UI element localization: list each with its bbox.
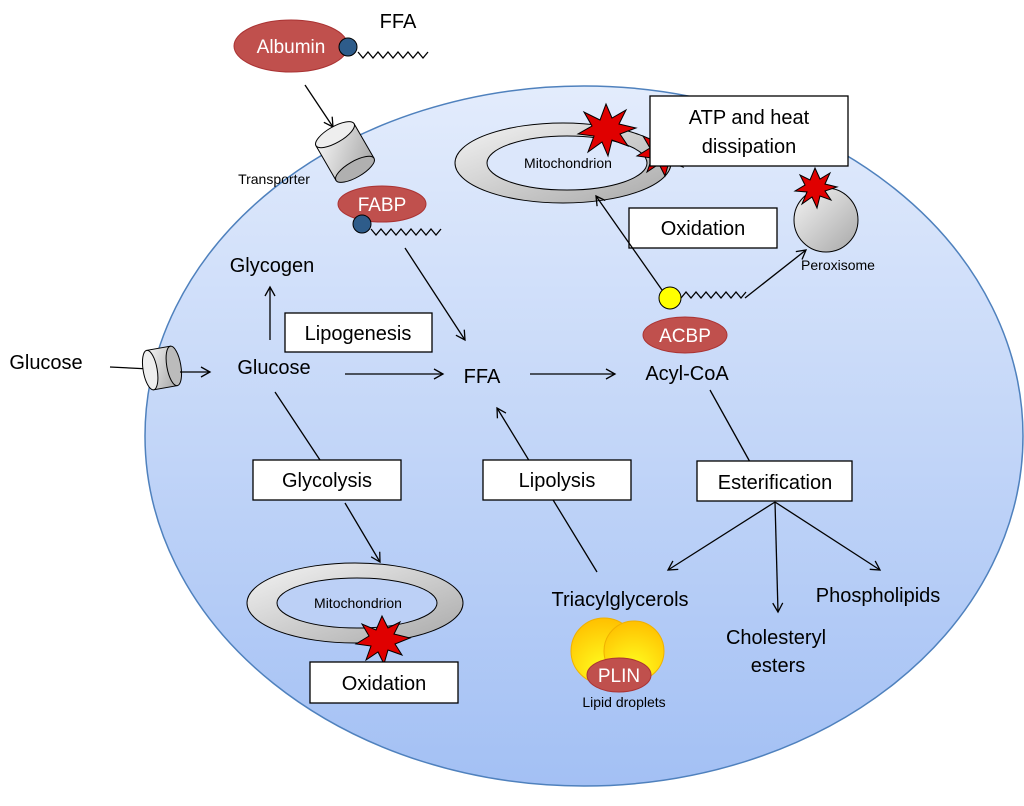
lipogenesis-box xyxy=(284,312,433,353)
acyl-tail-icon xyxy=(680,290,747,300)
oxidation-top-label: Oxidation xyxy=(661,218,746,240)
glycolysis-box xyxy=(252,459,402,501)
ffa-tail-icon xyxy=(357,50,429,60)
arrow-albumin-transporter xyxy=(304,84,334,129)
lipolysis-label: Lipolysis xyxy=(519,470,596,492)
mitochondrion-top xyxy=(454,122,672,204)
acyl-head-icon xyxy=(658,286,682,310)
line-glucose-glycolysis xyxy=(274,391,321,461)
plin-protein xyxy=(586,657,652,693)
phospholipids-label: Phospholipids xyxy=(816,585,941,607)
fabp-protein xyxy=(337,185,427,223)
acbp-protein xyxy=(642,316,728,354)
arrow-acylcoa-peroxisome xyxy=(744,249,808,299)
mitochondrion-bottom xyxy=(246,562,464,644)
oxidation-top-box xyxy=(628,207,778,249)
transporter-icon xyxy=(315,121,375,183)
burst-icon xyxy=(793,166,839,210)
oxidation-bottom-box xyxy=(309,661,459,704)
ffa-head-icon xyxy=(338,37,358,57)
transporter-label: Transporter xyxy=(238,171,310,187)
fabp-ffa-tail-icon xyxy=(370,227,442,237)
oxidation-bottom-label: Oxidation xyxy=(342,673,427,695)
arrow-fabp-ffa xyxy=(404,247,466,342)
arrow-to-cholesteryl-esters xyxy=(772,501,784,614)
glycogen-label: Glycogen xyxy=(230,255,315,277)
cholesteryl-label-line1: Cholesteryl xyxy=(726,627,826,649)
glucose-outside-label: Glucose xyxy=(9,352,82,374)
atp-heat-box xyxy=(649,95,849,167)
lipogenesis-label: Lipogenesis xyxy=(305,323,412,345)
acyl-coa-label: Acyl-CoA xyxy=(645,363,729,385)
lipolysis-box xyxy=(482,459,632,501)
burst-icon xyxy=(576,102,638,158)
triacylglycerols-label: Triacylglycerols xyxy=(551,589,688,611)
peroxisome-label: Peroxisome xyxy=(801,257,875,273)
lipid-droplets-label: Lipid droplets xyxy=(582,694,665,710)
ffa-top-label: FFA xyxy=(380,11,417,33)
arrow-acylcoa-mitochondrion xyxy=(595,194,663,291)
arrow-glycolysis-mitochondrion xyxy=(344,502,381,564)
esterification-label: Esterification xyxy=(718,472,833,494)
glucose-transporter-icon xyxy=(141,345,183,391)
fabp-label: FABP xyxy=(358,195,407,216)
plin-label: PLIN xyxy=(598,666,640,687)
acbp-label: ACBP xyxy=(659,326,711,347)
arrow-to-triacylglycerols xyxy=(666,501,776,571)
mitochondrion-top-label: Mitochondrion xyxy=(524,155,612,171)
arrow-to-phospholipids xyxy=(774,501,882,571)
glucose-label: Glucose xyxy=(237,357,310,379)
albumin-label: Albumin xyxy=(257,37,326,58)
atp-label-line2: dissipation xyxy=(702,136,797,158)
atp-label-line1: ATP and heat xyxy=(689,107,810,129)
mitochondrion-bottom-label: Mitochondrion xyxy=(314,595,402,611)
line-acylcoa-esterification xyxy=(709,389,751,463)
cholesteryl-label-line2: esters xyxy=(751,655,805,677)
glycolysis-label: Glycolysis xyxy=(282,470,372,492)
esterification-box xyxy=(696,460,853,502)
ffa-label: FFA xyxy=(464,366,501,388)
fabp-ffa-head-icon xyxy=(352,214,372,234)
